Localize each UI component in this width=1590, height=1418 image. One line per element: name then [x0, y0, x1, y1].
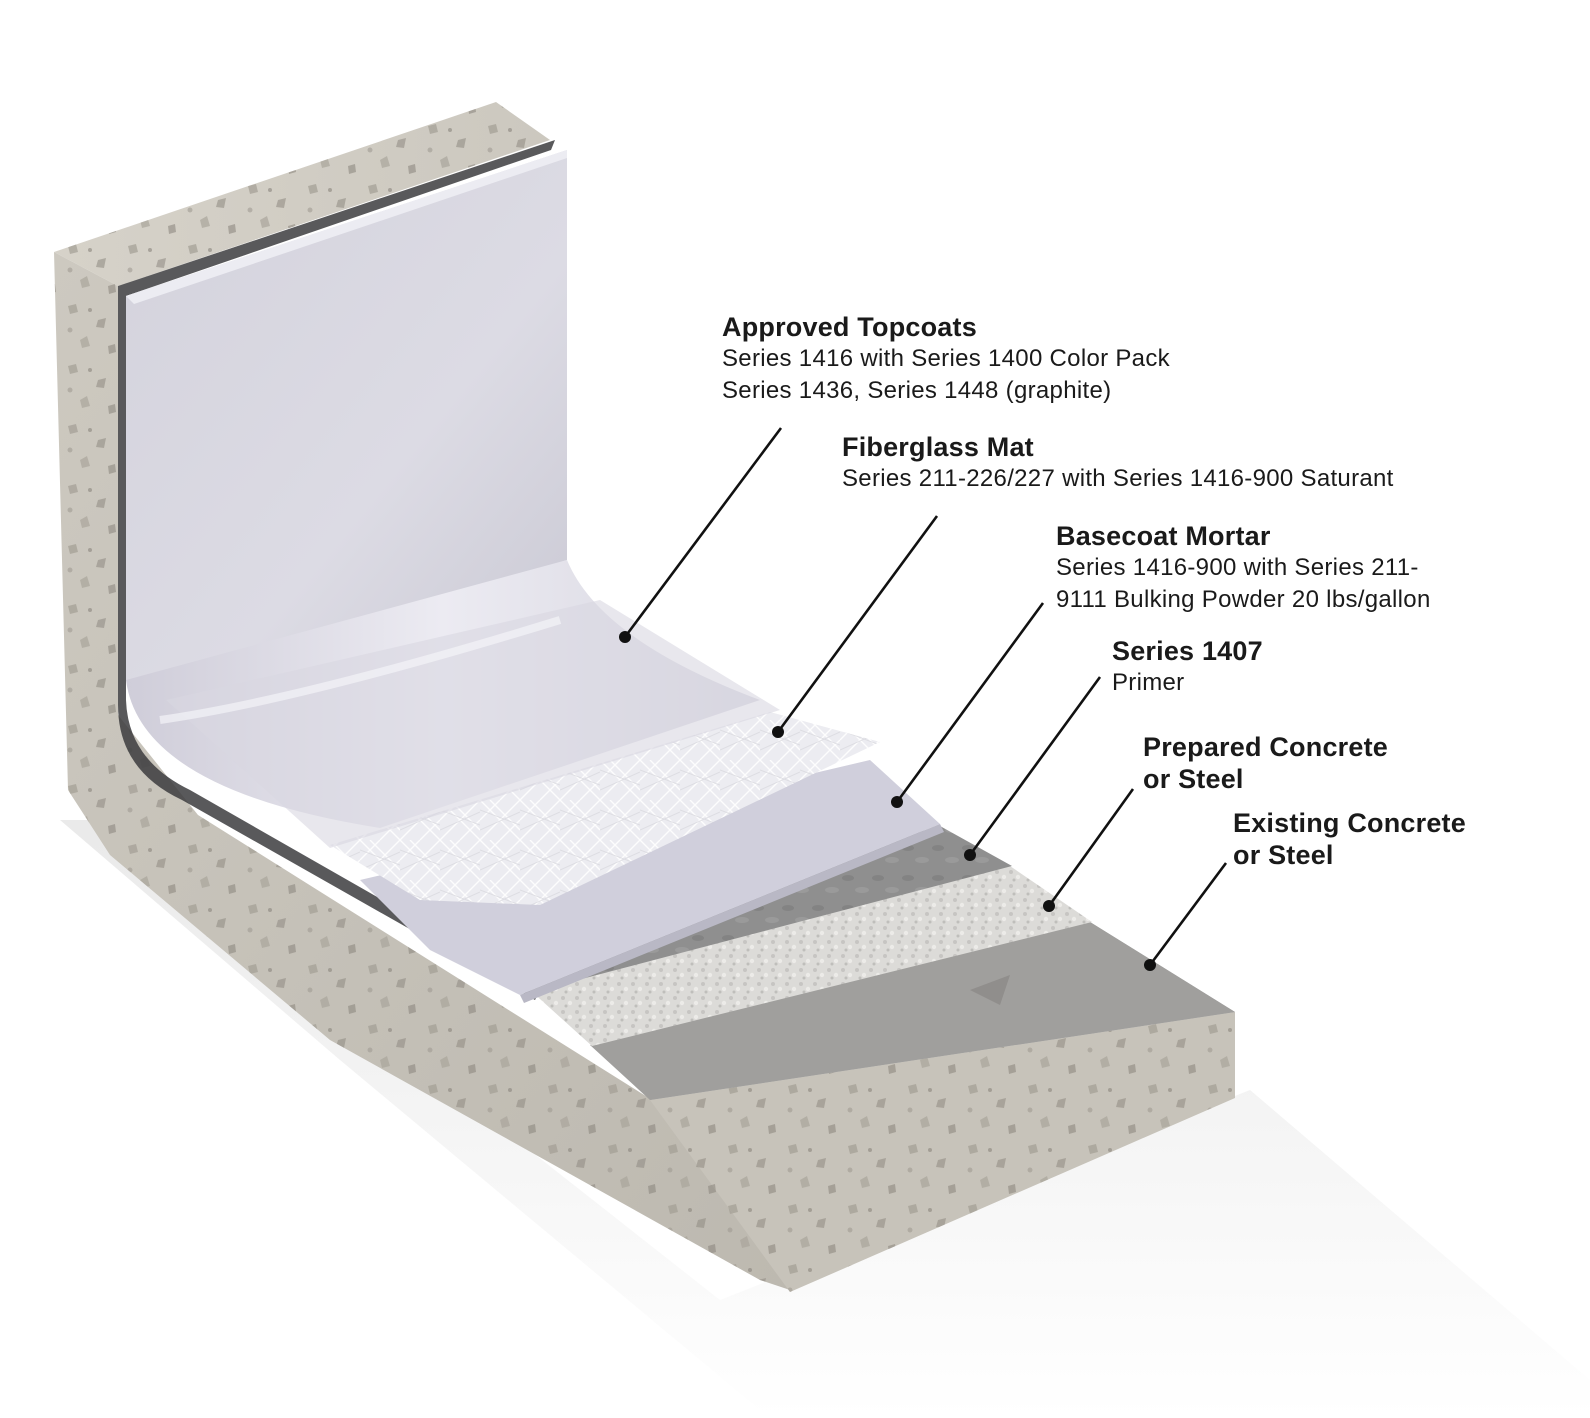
dot-fiberglass [772, 726, 784, 738]
leader-existing [1148, 862, 1228, 966]
dot-topcoats [619, 631, 631, 643]
leader-topcoats [623, 427, 783, 638]
label-basecoat-line2: 9111 Bulking Powder 20 lbs/gallon [1056, 586, 1431, 613]
leader-fiberglass [776, 515, 939, 733]
label-topcoats-line1: Series 1416 with Series 1400 Color Pack [722, 345, 1170, 372]
dot-prepared [1043, 900, 1055, 912]
label-topcoats-title: Approved Topcoats [722, 312, 977, 342]
dot-basecoat [891, 796, 903, 808]
label-existing-title-2: or Steel [1233, 840, 1334, 870]
dot-primer [964, 849, 976, 861]
basecoat-mortar-band [360, 760, 944, 1003]
label-primer-line1: Primer [1112, 669, 1185, 696]
label-topcoats: Approved Topcoats Series 1416 with Serie… [722, 314, 1170, 403]
dot-existing [1144, 959, 1156, 971]
label-fiberglass-line1: Series 211-226/227 with Series 1416-900 … [842, 465, 1394, 492]
topcoat-layer [126, 150, 780, 848]
label-primer-title: Series 1407 [1112, 636, 1263, 666]
label-prepared: Prepared Concrete or Steel [1143, 734, 1388, 793]
label-basecoat: Basecoat Mortar Series 1416-900 with Ser… [1056, 523, 1431, 612]
label-existing: Existing Concrete or Steel [1233, 810, 1466, 869]
concrete-substrate [54, 102, 1235, 1292]
label-prepared-title-2: or Steel [1143, 764, 1244, 794]
label-fiberglass: Fiberglass Mat Series 211-226/227 with S… [842, 434, 1394, 491]
leader-lines [619, 427, 1228, 971]
leader-basecoat [895, 602, 1045, 803]
label-existing-title-1: Existing Concrete [1233, 808, 1466, 838]
fiberglass-mat-band [330, 712, 880, 905]
prepared-substrate-band [530, 866, 1092, 1046]
label-topcoats-line2: Series 1436, Series 1448 (graphite) [722, 377, 1112, 404]
label-fiberglass-title: Fiberglass Mat [842, 432, 1034, 462]
floor-shadow [60, 820, 1590, 1418]
label-primer: Series 1407 Primer [1112, 638, 1263, 695]
label-prepared-title-1: Prepared Concrete [1143, 732, 1388, 762]
leader-prepared [1047, 788, 1135, 907]
label-basecoat-line1: Series 1416-900 with Series 211- [1056, 554, 1419, 581]
existing-substrate-band [590, 922, 1235, 1100]
leader-primer [968, 676, 1102, 856]
label-basecoat-title: Basecoat Mortar [1056, 521, 1271, 551]
